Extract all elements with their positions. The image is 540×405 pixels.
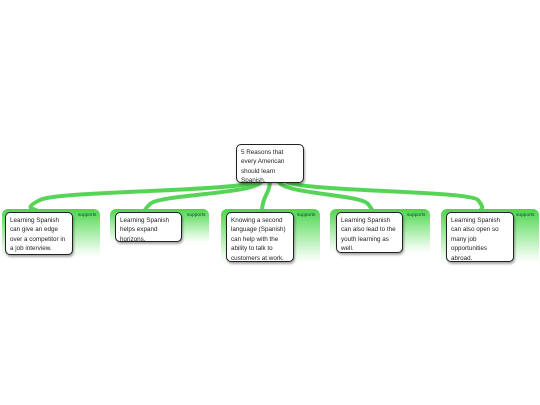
subtopic-4-text: Learning Spanish can also lead to the yo… bbox=[341, 217, 396, 253]
subtopic-5[interactable]: Learning Spanish can also open so many j… bbox=[446, 212, 514, 262]
subtopic-2-text: Learning Spanish helps expand horizons. bbox=[120, 217, 170, 243]
subtopic-1[interactable]: Learning Spanish can give an edge over a… bbox=[5, 212, 73, 255]
subtopic-3-text: Knowing a second language (Spanish) can … bbox=[231, 217, 286, 262]
subtopic-2[interactable]: Learning Spanish helps expand horizons. bbox=[115, 212, 182, 243]
central-topic[interactable]: 5 Reasons that every American should lea… bbox=[236, 144, 304, 185]
connector-5 bbox=[283, 178, 485, 214]
supports-label-5: supports bbox=[516, 213, 535, 218]
subtopic-4[interactable]: Learning Spanish can also lead to the yo… bbox=[336, 212, 403, 253]
subtopic-3[interactable]: Knowing a second language (Spanish) can … bbox=[226, 212, 294, 262]
supports-label-1: supports bbox=[78, 213, 97, 218]
subtopic-5-text: Learning Spanish can also open so many j… bbox=[451, 217, 501, 262]
connector-1 bbox=[28, 178, 258, 214]
supports-label-4: supports bbox=[407, 213, 426, 218]
supports-label-3: supports bbox=[297, 213, 316, 218]
connector-3 bbox=[260, 178, 272, 214]
supports-label-2: supports bbox=[187, 213, 206, 218]
central-topic-text: 5 Reasons that every American should lea… bbox=[241, 149, 285, 185]
subtopic-1-text: Learning Spanish can give an edge over a… bbox=[10, 217, 66, 253]
